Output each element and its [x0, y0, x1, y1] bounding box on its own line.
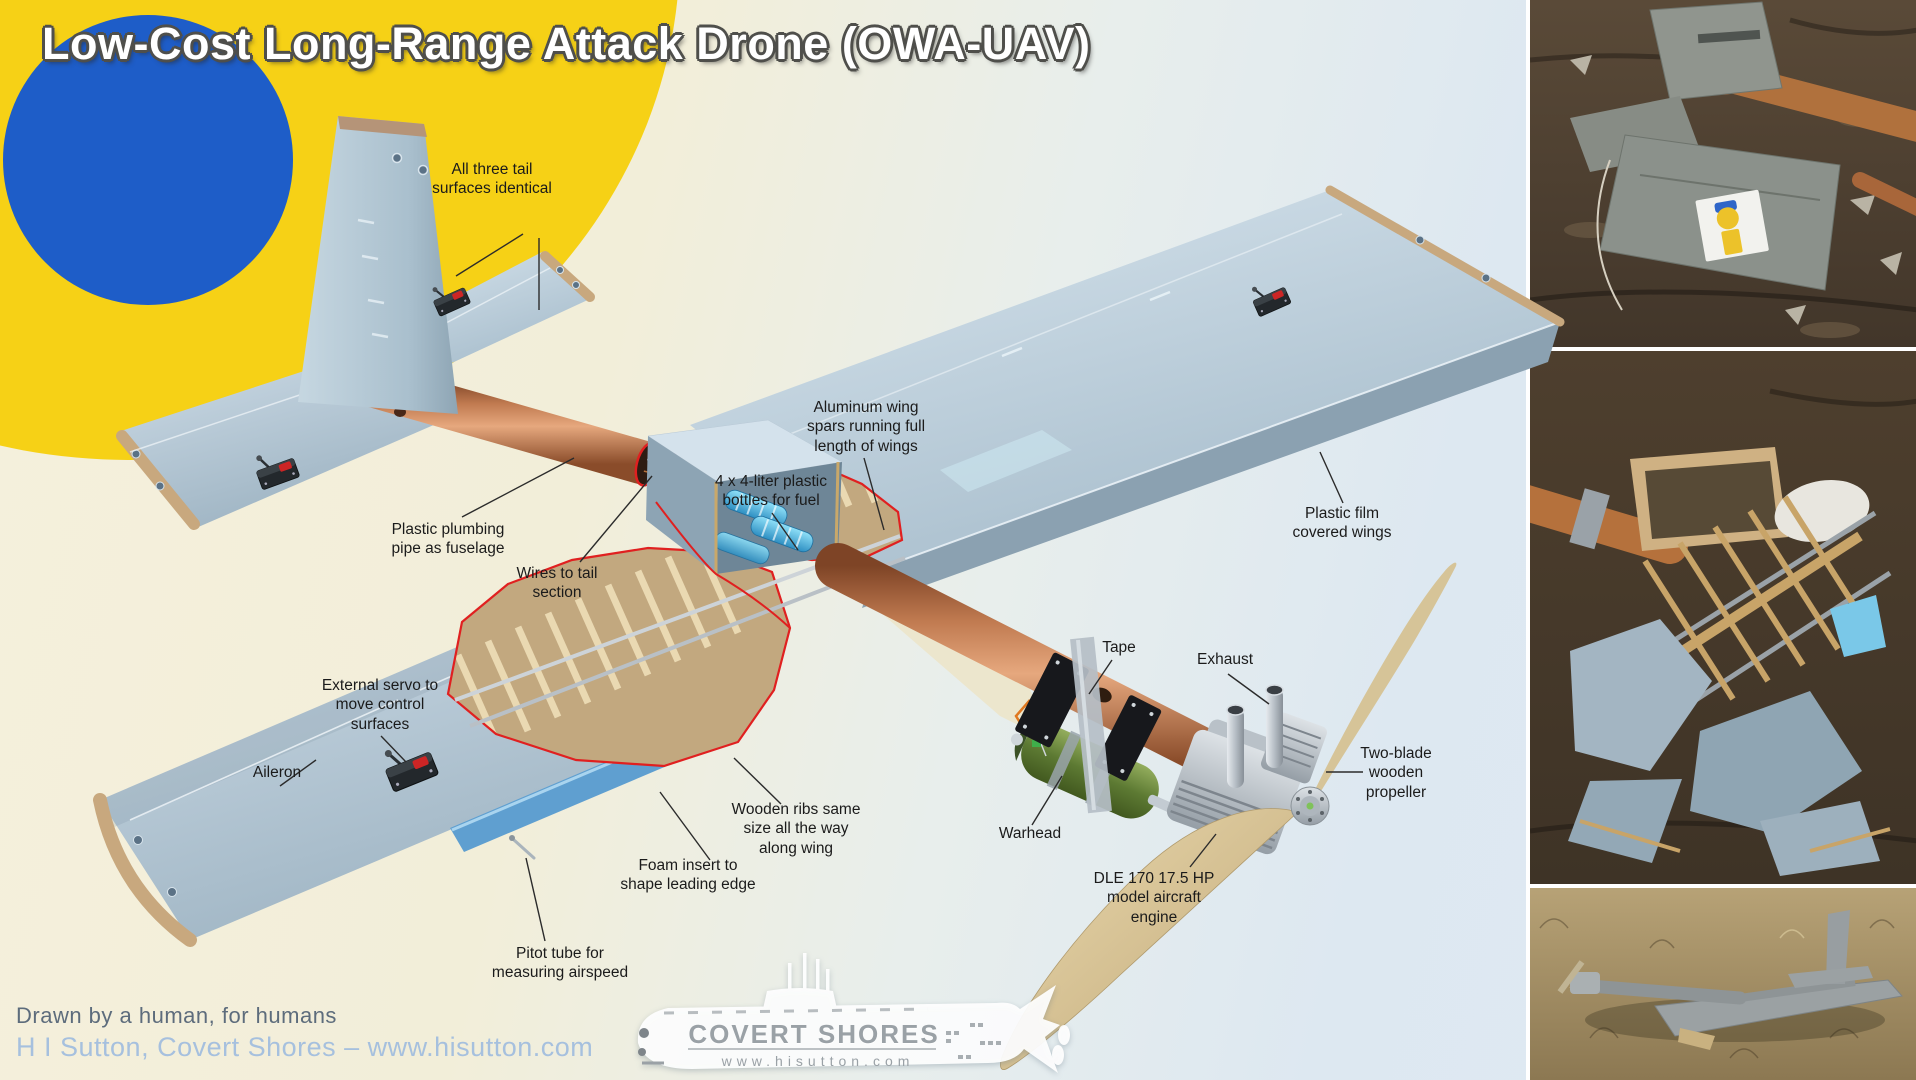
engine: [1166, 712, 1328, 855]
photo-downed-drone: [1530, 888, 1916, 1080]
photo-wreck-tail: [1530, 0, 1916, 347]
tail-wires: [648, 442, 686, 449]
label-tail-surfaces: All three tail surfaces identical: [432, 161, 552, 198]
field-drone-engine: [1570, 972, 1600, 994]
logo-url: www.hisutton.com: [721, 1053, 915, 1069]
label-ribs: Wooden ribs same size all the way along …: [731, 801, 861, 857]
simpsons-sticker: [1695, 189, 1769, 262]
label-fuel-bottles: 4 x 4-liter plastic bottles for fuel: [715, 473, 827, 510]
photo-wreck-wing: [1530, 351, 1916, 884]
left-wing-rib-cutaway: [448, 548, 790, 766]
wreck-fin-panel: [1649, 1, 1783, 101]
label-foam: Foam insert to shape leading edge: [620, 857, 756, 894]
pipe-hole: [1092, 687, 1112, 703]
label-pitot: Pitot tube for measuring airspeed: [491, 945, 629, 982]
tape-bands: [1015, 636, 1162, 814]
left-wing-servo: [377, 734, 441, 794]
field-drone-fin: [1826, 910, 1850, 984]
label-engine: DLE 170 17.5 HP model aircraft engine: [1093, 870, 1215, 926]
right-wing-underside: [862, 322, 1560, 608]
photo-column: [1526, 0, 1916, 1080]
left-tail-servo: [250, 443, 302, 492]
label-tape: Tape: [1102, 639, 1136, 656]
warhead-wiring: [1014, 689, 1047, 757]
pitot-tube: [509, 835, 536, 860]
wreck-nose-cone: [1774, 480, 1870, 542]
pipe-cut-end: [634, 441, 686, 487]
field-drone-fuselage: [1583, 979, 1747, 1005]
grey-tape-wrap: [1070, 636, 1112, 814]
cutaway-outline-left: [446, 546, 792, 768]
label-film-wings: Plastic film covered wings: [1292, 505, 1392, 542]
nose-fairing: [852, 558, 1056, 744]
credit-line-1: Drawn by a human, for humans: [16, 1003, 337, 1028]
label-exhaust: Exhaust: [1196, 651, 1254, 668]
exhaust-pipes: [1226, 684, 1284, 788]
label-wing-spars: Aluminum wing spars running full length …: [806, 399, 926, 455]
covert-shores-logo: COVERT SHORES www.hisutton.com: [628, 945, 1073, 1080]
right-wing: [650, 185, 1565, 608]
right-wing-servo: [1246, 274, 1293, 319]
warhead: [1010, 724, 1188, 819]
page-title: Low-Cost Long-Range Attack Drone (OWA-UA…: [42, 18, 1091, 69]
label-fuselage: Plastic plumbing pipe as fuselage: [391, 521, 505, 558]
label-wires: Wires to tail section: [516, 565, 598, 602]
wreck-shredded-film: [1568, 595, 1886, 876]
label-propeller: Two-blade wooden propeller: [1360, 745, 1432, 801]
credit-line-2: H I Sutton, Covert Shores – www.hisutton…: [16, 1032, 594, 1062]
label-warhead: Warhead: [998, 825, 1062, 842]
logo-name: COVERT SHORES: [688, 1019, 940, 1049]
label-servo: External servo to move control surfaces: [321, 677, 439, 733]
foam-leading-edge: [450, 722, 714, 852]
ukraine-blue-circle: [3, 15, 293, 305]
nose-pipe: [815, 543, 1248, 785]
label-aileron: Aileron: [252, 764, 302, 781]
